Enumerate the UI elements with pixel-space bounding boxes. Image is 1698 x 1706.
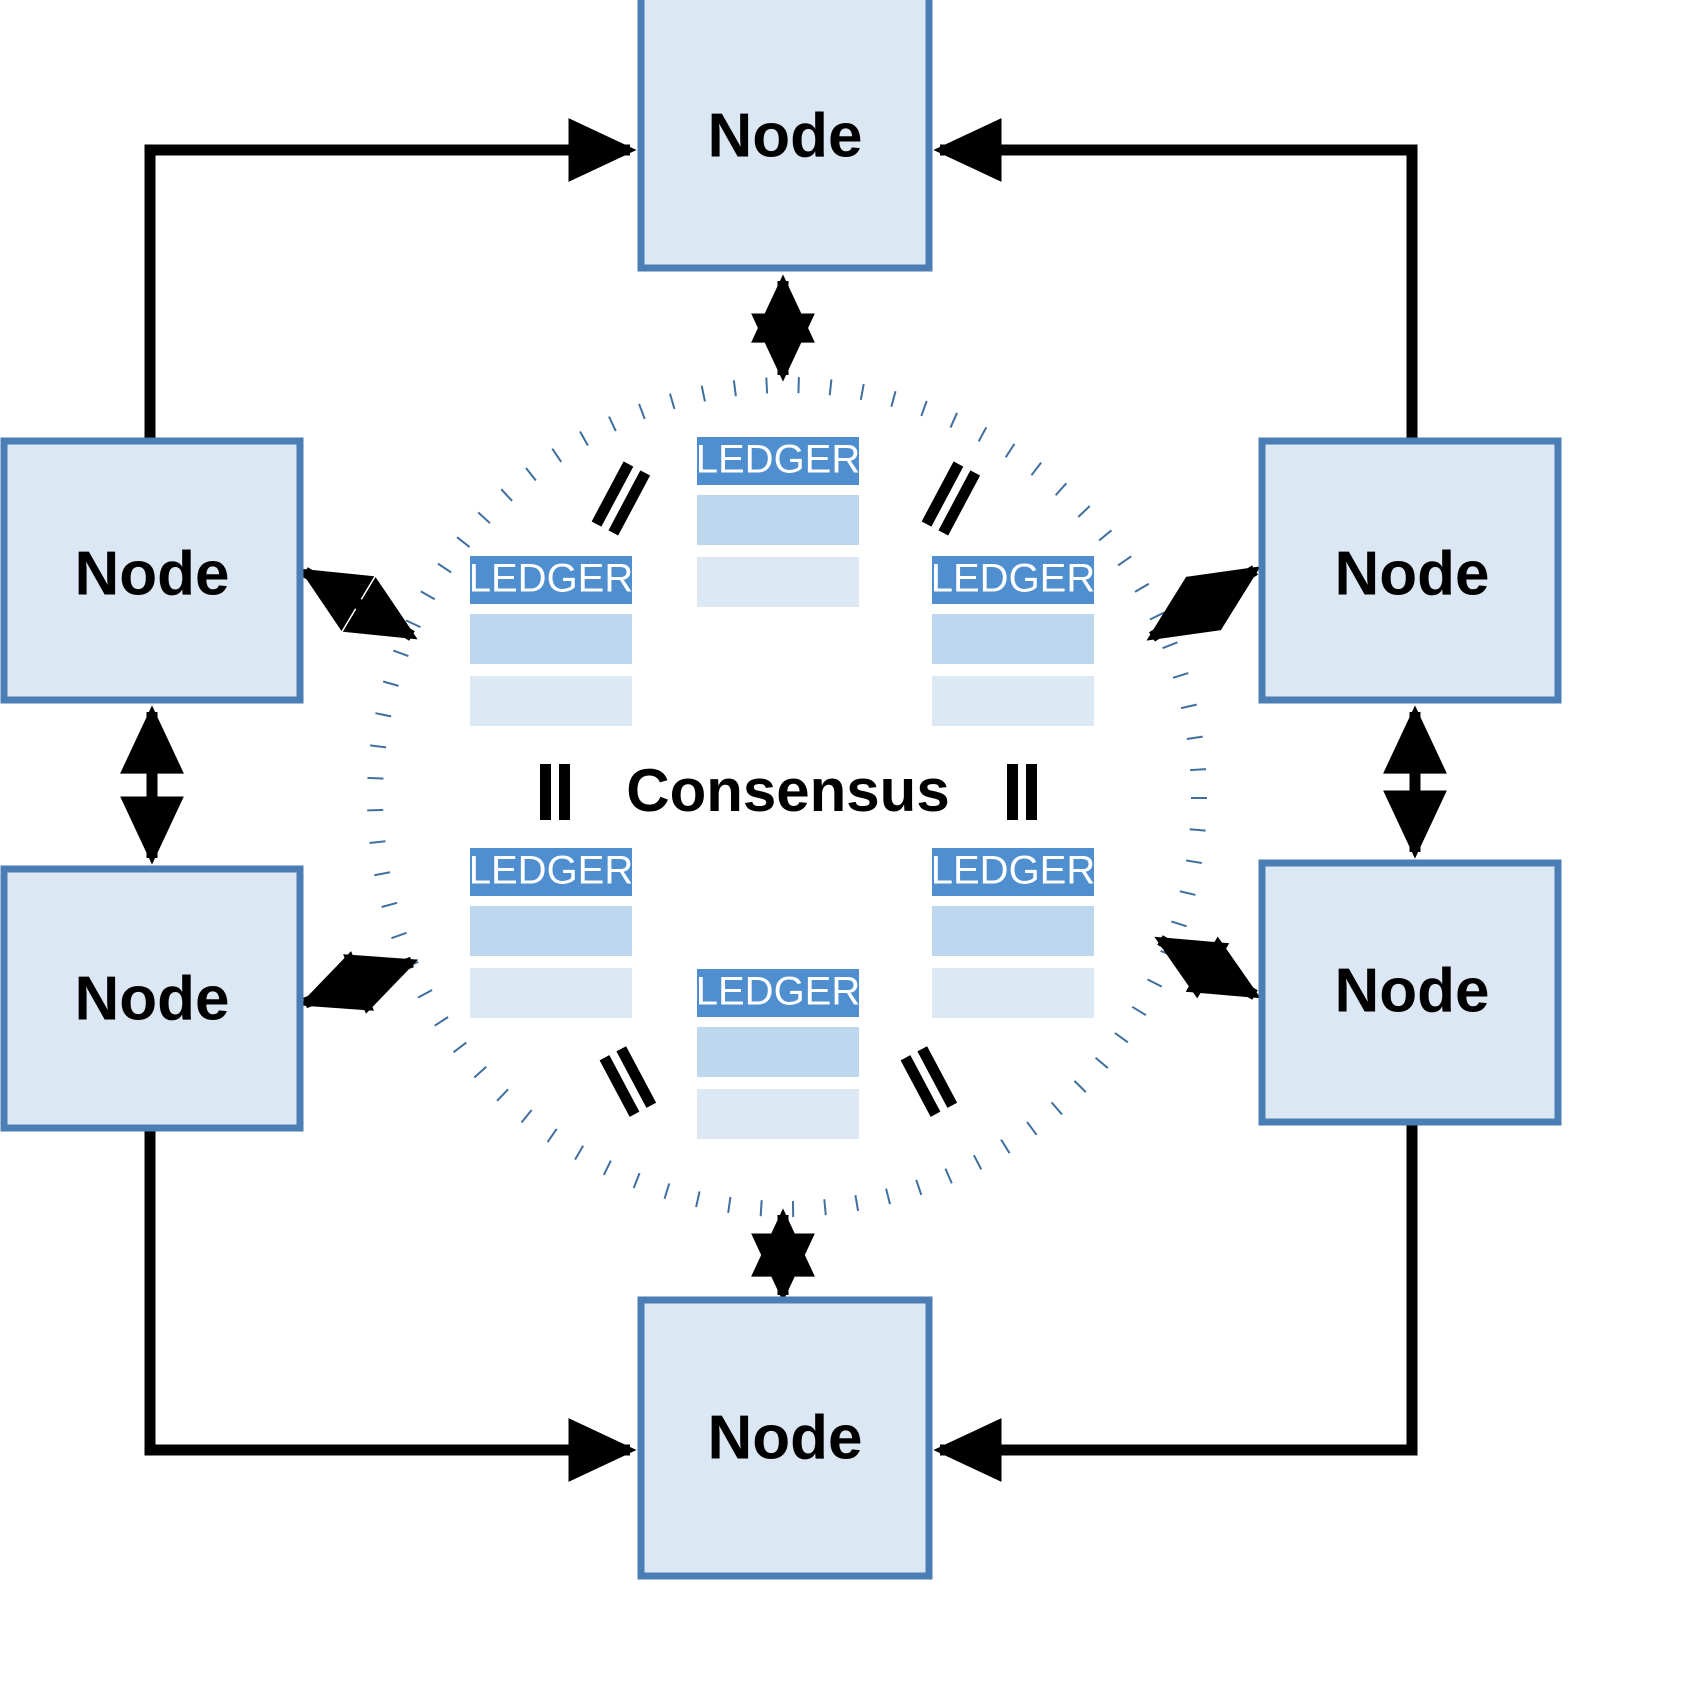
ledger-bottom-row-1 [697, 1027, 859, 1077]
ledger-top-row-2 [697, 557, 859, 607]
equals-mark-bottom-left [599, 1046, 657, 1117]
ledger-bottom-row-2 [697, 1089, 859, 1139]
node-top-label: Node [708, 101, 863, 170]
ledger-lower-right-row-1 [932, 906, 1094, 956]
ledger-lower-left-header-bar [470, 848, 632, 896]
ledger-upper-right-label: LEDGER [931, 557, 1096, 601]
node-right-upper[interactable]: Node [1258, 437, 1562, 704]
node-left-upper-label: Node [75, 539, 230, 608]
node-right-lower[interactable]: Node [1258, 859, 1562, 1126]
node-left-upper[interactable]: Node [0, 437, 304, 704]
ledger-upper-right-row-2 [932, 676, 1094, 726]
equals-mark-mid-left [540, 764, 570, 820]
ledger-top-row-1 [697, 495, 859, 545]
equals-mark-mid-right [1007, 764, 1037, 820]
ledger-bottom-header-bar [697, 969, 859, 1017]
ledger-bottom-label: LEDGER [696, 970, 861, 1014]
node-bottom[interactable]: Node [637, 1296, 933, 1580]
ledger-lower-left-row-1 [470, 906, 632, 956]
ledger-upper-left-label: LEDGER [469, 557, 634, 601]
consensus-label: Consensus [626, 757, 949, 824]
node-bottom-label: Node [708, 1403, 863, 1472]
equals-mark-top-right [921, 461, 981, 536]
ledger-bottom[interactable]: LEDGER [696, 969, 861, 1139]
node-left-lower-label: Node [75, 964, 230, 1033]
ledger-lower-right-label: LEDGER [931, 849, 1096, 893]
consensus-circle [367, 377, 1207, 1217]
ledger-lower-left[interactable]: LEDGER [469, 848, 634, 1018]
connector-arrow-diag-left-upper [299, 567, 418, 641]
ledger-lower-left-row-2 [470, 968, 632, 1018]
connector-arrow-diag-right-lower [1154, 935, 1261, 1000]
equals-mark-top-left [591, 461, 651, 536]
ledger-upper-left[interactable]: LEDGER [469, 556, 634, 726]
connector-arrow-diag-right-upper [1146, 565, 1261, 642]
ledger-top-header-bar [697, 437, 859, 485]
ledger-top-label: LEDGER [696, 438, 861, 482]
ledger-lower-left-label: LEDGER [469, 849, 634, 893]
ledger-upper-left-row-2 [470, 676, 632, 726]
ledger-upper-left-row-1 [470, 614, 632, 664]
ledger-upper-left-header-bar [470, 556, 632, 604]
node-right-upper-label: Node [1335, 539, 1490, 608]
ledger-upper-right-row-1 [932, 614, 1094, 664]
ledger-lower-right-header-bar [932, 848, 1094, 896]
node-right-lower-label: Node [1335, 956, 1490, 1025]
ledger-top[interactable]: LEDGER [696, 437, 861, 607]
ledger-lower-right[interactable]: LEDGER [931, 848, 1096, 1018]
ledger-upper-right-header-bar [932, 556, 1094, 604]
ledger-upper-right[interactable]: LEDGER [931, 556, 1096, 726]
ledger-lower-right-row-2 [932, 968, 1094, 1018]
connector-elbow-bottomright [933, 1122, 1418, 1482]
connector-arrow-diag-left-lower [298, 951, 419, 1014]
equals-mark-bottom-right [900, 1046, 958, 1117]
node-left-lower[interactable]: Node [0, 865, 304, 1132]
node-top[interactable]: Node [637, 0, 933, 272]
connector-elbow-bottomleft [144, 1128, 637, 1482]
